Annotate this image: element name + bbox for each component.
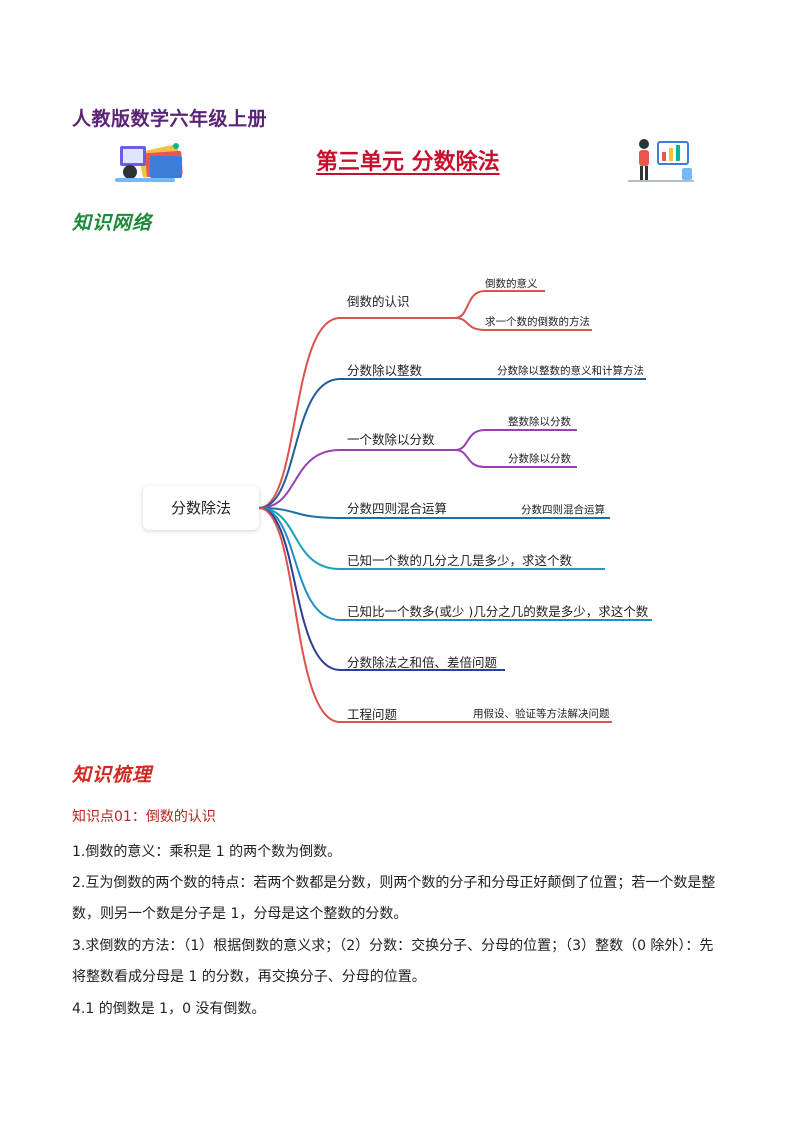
leaf-label-find-reciprocal-method: 求一个数的倒数的方法 [485, 316, 590, 328]
leaf-label-integer-div-fraction: 整数除以分数 [508, 416, 571, 428]
leaf-label-assume-verify: 用假设、验证等方法解决问题 [473, 708, 610, 720]
leaf-label-meaning-of-reciprocal: 倒数的意义 [485, 278, 538, 290]
branch-label-sum-diff-multiple: 分数除法之和倍、差倍问题 [347, 655, 498, 670]
branch-label-fraction-div-integer: 分数除以整数 [347, 363, 423, 378]
book-title: 人教版数学六年级上册 [72, 108, 268, 130]
branch-label-work-problems: 工程问题 [347, 707, 398, 722]
unit-title: 第三单元 分数除法 [316, 150, 500, 175]
paragraph-1: 1.倒数的意义：乘积是 1 的两个数为倒数。 [72, 844, 342, 860]
leaf-label-fraction-div-integer-method: 分数除以整数的意义和计算方法 [497, 365, 644, 377]
paragraph-2: 2.互为倒数的两个数的特点：若两个数都是分数，则两个数的分子和分母正好颠倒了位置… [72, 875, 716, 922]
paragraph-3: 3.求倒数的方法：（1）根据倒数的意义求；（2）分数：交换分子、分母的位置；（3… [72, 938, 714, 985]
study-illustration-left [115, 143, 183, 182]
branch-label-reciprocal: 倒数的认识 [347, 294, 410, 309]
leaf-label-mixed-operations: 分数四则混合运算 [521, 504, 605, 516]
teacher-illustration-right [628, 139, 694, 182]
section-heading-network: 知识网络 [72, 212, 153, 234]
knowledge-point-title: 知识点01：倒数的认识 [72, 809, 216, 825]
branch-label-number-div-fraction: 一个数除以分数 [347, 432, 435, 447]
branch-label-more-less-fraction: 已知比一个数多(或少 )几分之几的数是多少，求这个数 [347, 604, 649, 619]
mindmap-connectors [258, 290, 652, 723]
branch-label-mixed-operations: 分数四则混合运算 [347, 501, 448, 516]
branch-label-find-whole: 已知一个数的几分之几是多少，求这个数 [347, 553, 573, 568]
section-heading-review: 知识梳理 [72, 764, 153, 786]
mindmap-root: 分数除法 [143, 486, 259, 530]
leaf-label-fraction-div-fraction: 分数除以分数 [508, 453, 571, 465]
paragraph-4: 4.1 的倒数是 1，0 没有倒数。 [72, 1001, 266, 1017]
